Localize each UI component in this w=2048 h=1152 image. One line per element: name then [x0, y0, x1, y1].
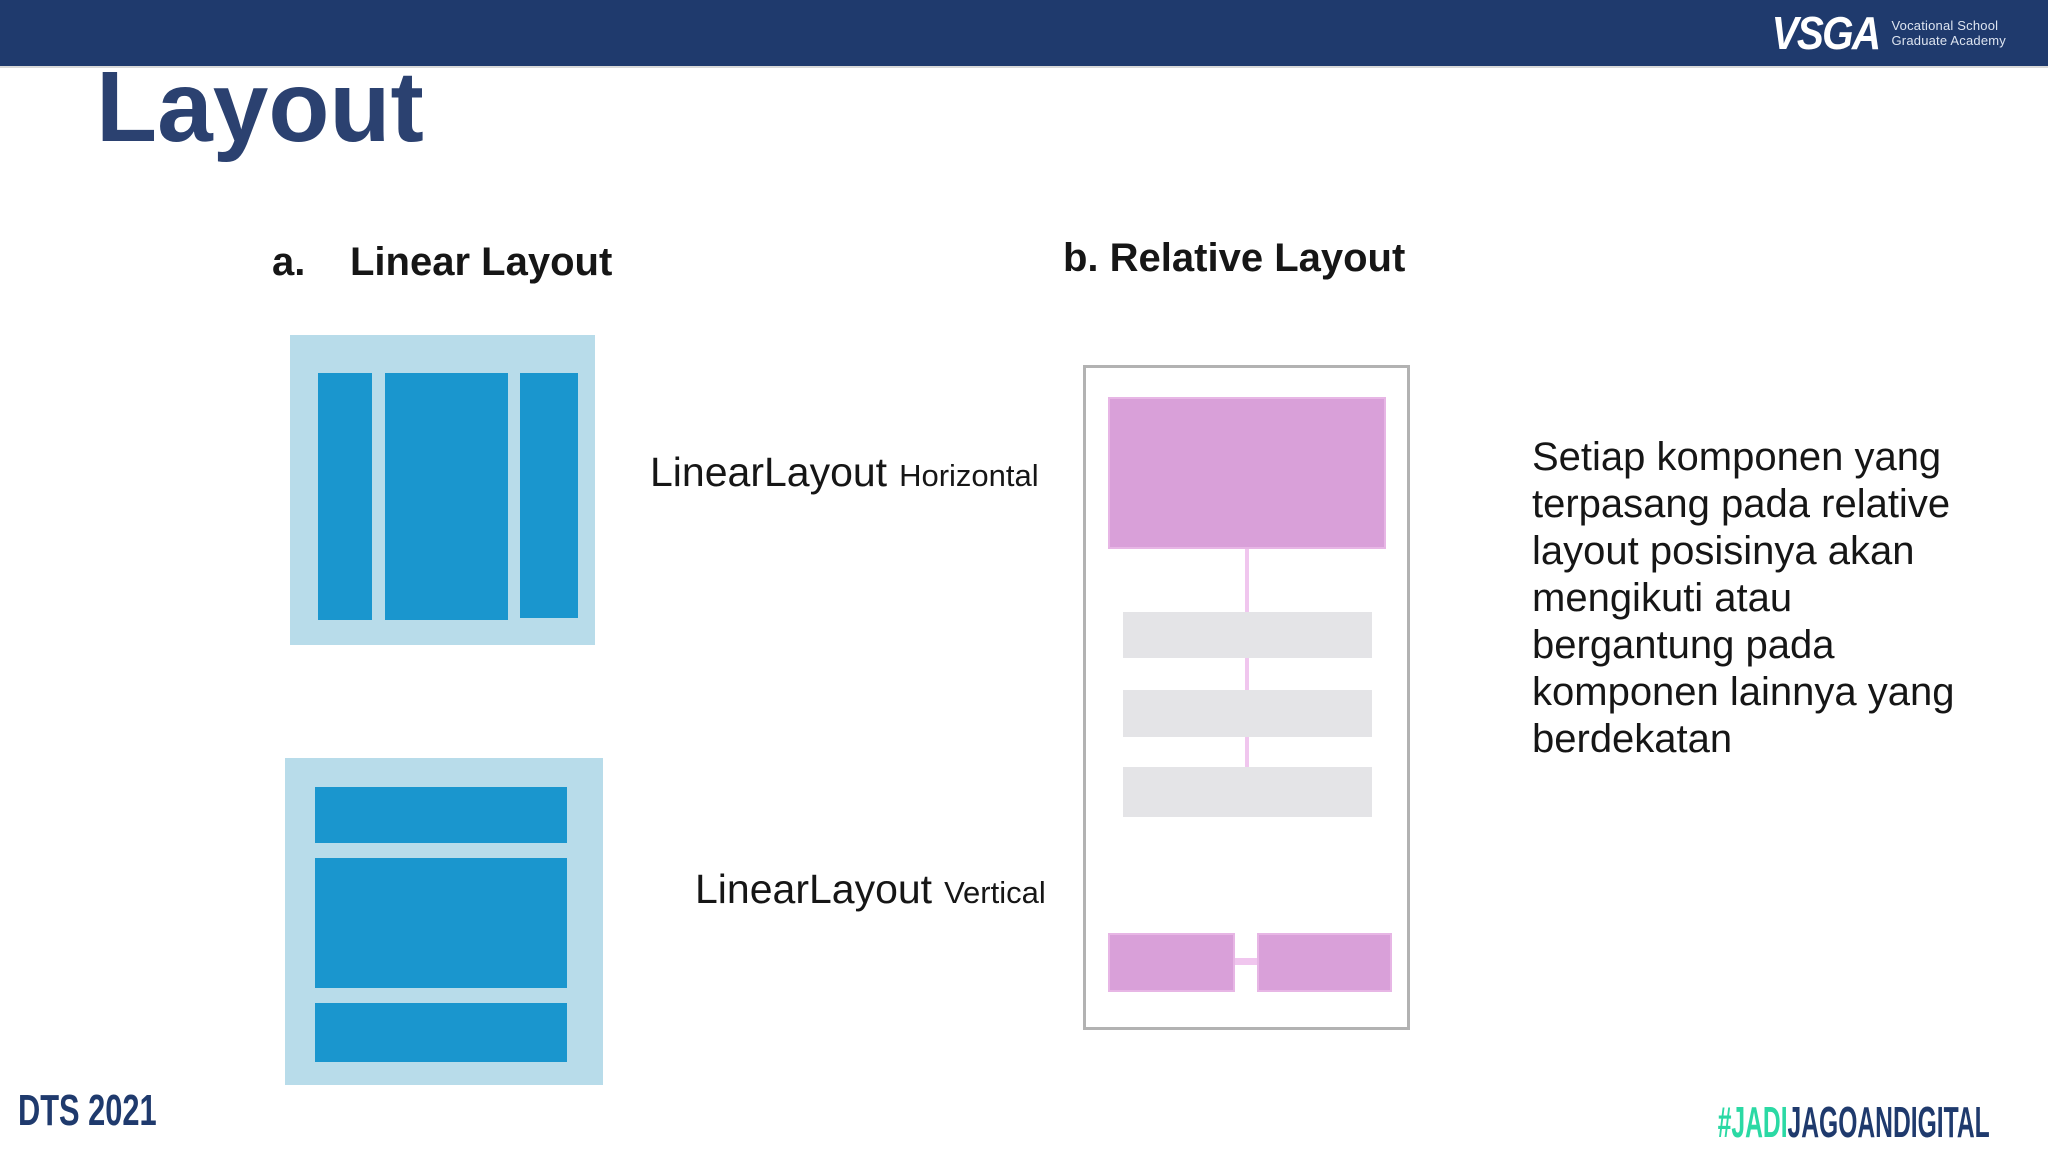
- horizontal-diagram-bar-3: [520, 373, 578, 618]
- linearlayout-vertical-label-suffix: Vertical: [944, 875, 1046, 910]
- relative-layout-heading: b. Relative Layout: [1063, 236, 1406, 280]
- dts-2021-label: DTS 2021: [18, 1086, 157, 1135]
- relative-diagram-bottom-block-right: [1257, 933, 1392, 992]
- linearlayout-horizontal-label-suffix: Horizontal: [899, 458, 1039, 493]
- vertical-diagram-bar-2: [315, 858, 567, 988]
- relative-diagram-top-block: [1108, 397, 1386, 549]
- linear-layout-heading: a. Linear Layout: [272, 240, 612, 285]
- relative-diagram-gray-bar-1: [1123, 612, 1372, 658]
- relativelayout-diagram: [1083, 365, 1410, 1030]
- hashtag-highlight: #JADI: [1718, 1098, 1788, 1147]
- horizontal-diagram-bar-1: [318, 373, 372, 620]
- vsga-logo-subtitle-line2: Graduate Academy: [1891, 33, 2006, 48]
- top-bar: VSGA Vocational School Graduate Academy: [0, 0, 2048, 66]
- vsga-logo: VSGA Vocational School Graduate Academy: [1757, 7, 2007, 59]
- linear-layout-heading-text: Linear Layout: [350, 240, 613, 284]
- relative-diagram-gray-bar-2: [1123, 690, 1372, 737]
- vsga-logo-text: VSGA: [1771, 7, 1881, 59]
- jadijagoandigital-hashtag: #JADIJAGOANDIGITAL: [1718, 1098, 1990, 1148]
- vertical-diagram-bar-3: [315, 1003, 567, 1062]
- vsga-logo-subtitle-line1: Vocational School: [1891, 18, 1999, 33]
- relative-diagram-vertical-connector: [1245, 549, 1249, 770]
- horizontal-diagram-bar-2: [385, 373, 508, 620]
- hashtag-rest: JAGOANDIGITAL: [1787, 1098, 1990, 1147]
- relative-diagram-bottom-block-left: [1108, 933, 1235, 992]
- vertical-diagram-bar-1: [315, 787, 567, 843]
- page-title: Layout: [96, 51, 424, 163]
- linearlayout-vertical-label-main: LinearLayout: [695, 866, 933, 912]
- relative-diagram-gray-bar-3: [1123, 767, 1372, 817]
- linearlayout-horizontal-label: LinearLayout Horizontal: [650, 449, 1039, 496]
- linearlayout-vertical-label: LinearLayout Vertical: [695, 866, 1046, 913]
- relative-diagram-horizontal-connector: [1235, 958, 1257, 965]
- linearlayout-vertical-diagram: [285, 758, 603, 1085]
- linearlayout-horizontal-label-main: LinearLayout: [650, 449, 888, 495]
- linearlayout-horizontal-diagram: [290, 335, 595, 645]
- vsga-logo-subtitle: Vocational School Graduate Academy: [1892, 18, 2007, 48]
- linear-layout-heading-marker: a.: [272, 240, 306, 284]
